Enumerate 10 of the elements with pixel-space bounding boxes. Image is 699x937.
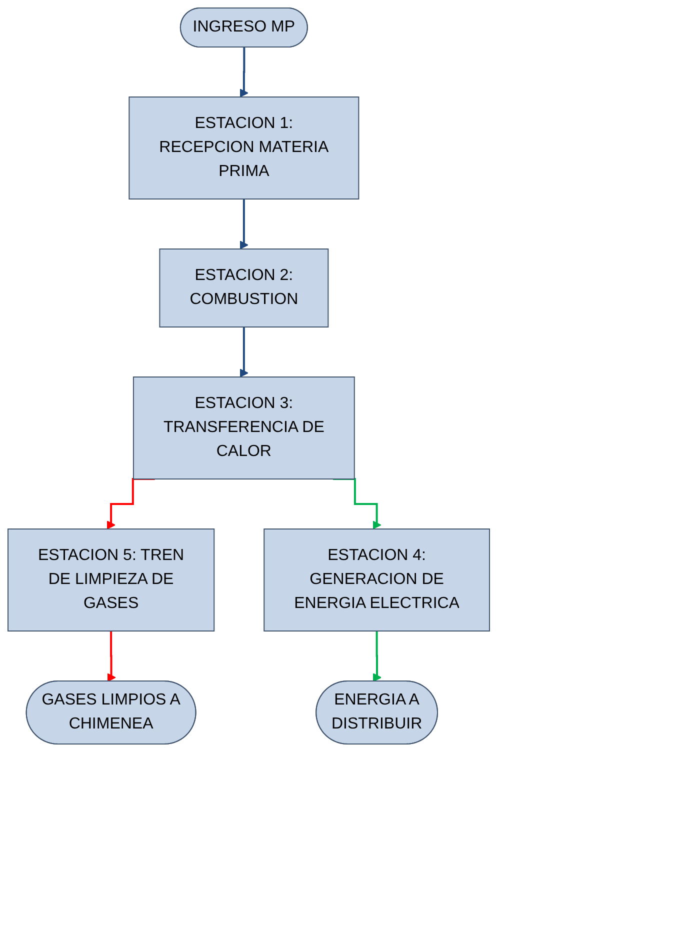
node-box: ESTACION 4: GENERACION DE ENERGIA ELECTRICA: [264, 528, 490, 632]
node-box: ESTACION 2: COMBUSTION: [159, 248, 329, 328]
arrow: [240, 326, 248, 378]
arrow: [240, 46, 248, 98]
node-box: ESTACION 1: RECEPCION MATERIA PRIMA: [128, 96, 360, 200]
node-box: ESTACION 5: TREN DE LIMPIEZA DE GASES: [8, 528, 215, 632]
arrow: [240, 198, 248, 250]
node-box: ESTACION 3: TRANSFERENCIA DE CALOR: [132, 376, 355, 480]
arrow: [107, 630, 116, 682]
arrow: [372, 630, 382, 682]
